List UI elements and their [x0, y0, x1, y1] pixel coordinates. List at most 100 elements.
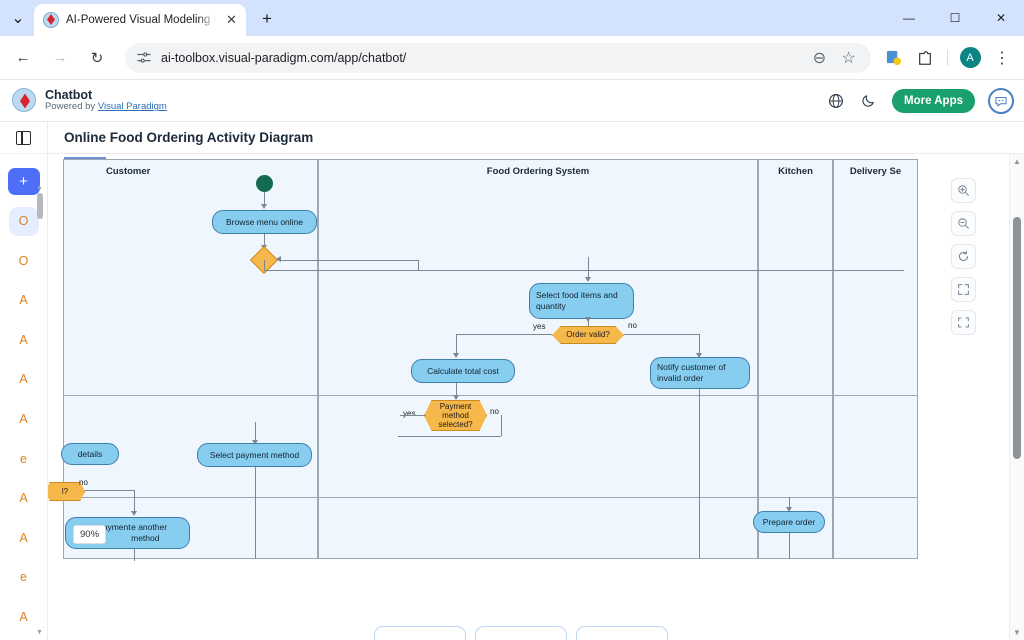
window-minimize-button[interactable]: —	[903, 11, 915, 25]
zoom-in-icon[interactable]	[951, 178, 976, 203]
more-apps-button[interactable]: More Apps	[892, 88, 975, 113]
page-title: Online Food Ordering Activity Diagram	[64, 130, 314, 145]
edge-calc-to-payment-decision	[456, 383, 457, 399]
decision-order-valid[interactable]: Order valid?	[552, 326, 624, 344]
swimlane-label: Kitchen	[778, 166, 813, 177]
suggestion-chip[interactable]	[374, 626, 466, 640]
arrowhead	[276, 256, 281, 262]
edge-loop-vertical	[418, 260, 419, 270]
new-tab-button[interactable]: +	[262, 9, 272, 28]
dark-mode-moon-icon[interactable]	[859, 91, 879, 111]
sidebar-item-1[interactable]: O	[18, 253, 29, 268]
activity-calculate-total-cost[interactable]: Calculate total cost	[411, 359, 515, 383]
edge-select-to-decision	[588, 319, 589, 331]
start-node[interactable]	[256, 175, 273, 192]
sidebar-item-2[interactable]: A	[19, 293, 28, 308]
reset-view-icon[interactable]	[951, 244, 976, 269]
edge-browse-to-merge	[264, 234, 265, 248]
edge-label-no: no	[79, 478, 88, 487]
address-bar[interactable]: ai-toolbox.visual-paradigm.com/app/chatb…	[125, 42, 871, 73]
suggestion-chips-row	[48, 626, 994, 640]
site-settings-icon[interactable]	[135, 49, 152, 66]
tab-list-chevron-icon[interactable]: ⌄	[11, 10, 25, 27]
sidebar-item-5[interactable]: A	[19, 412, 28, 426]
window-close-button[interactable]: ✕	[995, 11, 1007, 25]
new-chat-button[interactable]: +	[7, 168, 40, 195]
sidebar-scroll-thumb[interactable]	[36, 193, 43, 219]
zoom-out-icon[interactable]	[951, 211, 976, 236]
edge-invalid-branch	[624, 334, 699, 335]
edge-loop-lower	[264, 270, 904, 271]
app-header: Chatbot Powered by Visual Paradigm More …	[0, 80, 1024, 122]
fullscreen-icon[interactable]	[951, 310, 976, 335]
edge-clipped-no-down	[134, 490, 135, 514]
content-scrollbar[interactable]: ▲ ▼	[1009, 154, 1024, 640]
tab-title: AI-Powered Visual Modeling Ch	[66, 14, 216, 26]
powered-by-text: Powered by Visual Paradigm	[45, 101, 167, 113]
visual-paradigm-favicon-icon	[43, 12, 59, 28]
browser-menu-icon[interactable]: ⋮	[994, 49, 1010, 67]
visual-paradigm-link[interactable]: Visual Paradigm	[97, 101, 167, 113]
sidebar-scroll-up-icon[interactable]: ▲	[36, 184, 43, 191]
suggestion-chip[interactable]	[576, 626, 668, 640]
assistant-bubble-icon[interactable]	[988, 87, 1014, 114]
sidebar-item-3[interactable]: A	[19, 332, 28, 347]
browser-tab[interactable]: AI-Powered Visual Modeling Ch ✕	[34, 4, 246, 36]
sidebar-item-4[interactable]: A	[19, 372, 28, 387]
sidebar-item-0[interactable]: O	[8, 207, 39, 236]
diagram-canvas[interactable]: Customer Food Ordering System Kitchen De…	[48, 154, 1024, 640]
sidebar-scrollbar[interactable]: ▲ ▼	[35, 184, 44, 636]
edge-to-select-food	[588, 257, 589, 280]
suggestion-chip[interactable]	[475, 626, 567, 640]
sidebar-item-9[interactable]: e	[20, 570, 27, 585]
sidebar-item-10[interactable]: A	[19, 609, 28, 624]
sidebar-scroll-down-icon[interactable]: ▼	[36, 629, 43, 636]
activity-select-food-items[interactable]: Select food items and quantity	[529, 283, 634, 319]
activity-notify-customer-invalid[interactable]: Notify customer of invalid order	[650, 357, 750, 389]
edge-label-yes: yes	[533, 322, 546, 331]
lane-partition-line	[63, 497, 918, 498]
arrowhead	[585, 277, 591, 282]
fit-screen-icon[interactable]	[951, 277, 976, 302]
activity-select-payment-method[interactable]: Select payment method	[197, 443, 312, 467]
activity-enter-delivery-details-clipped[interactable]: details	[61, 443, 119, 465]
swimlane-label: Customer	[106, 166, 151, 177]
profile-avatar[interactable]: A	[956, 44, 984, 72]
edge-to-select-payment	[255, 422, 256, 443]
scroll-down-icon[interactable]: ▼	[1013, 628, 1021, 637]
edge-label-yes: yes	[403, 409, 416, 418]
scroll-up-icon[interactable]: ▲	[1013, 157, 1021, 166]
panel-toggle-icon[interactable]	[16, 130, 31, 145]
extension-saved-icon[interactable]	[879, 44, 907, 72]
language-globe-icon[interactable]	[826, 91, 846, 111]
sidebar-item-7[interactable]: A	[19, 491, 28, 506]
extensions-puzzle-icon[interactable]	[911, 44, 939, 72]
bookmark-star-icon[interactable]: ☆	[841, 49, 856, 67]
scroll-thumb[interactable]	[1013, 217, 1021, 459]
window-maximize-button[interactable]: ☐	[949, 11, 961, 25]
lane-vertical-long	[699, 389, 700, 559]
tab-close-icon[interactable]: ✕	[226, 12, 237, 27]
decision-payment-method-selected[interactable]: Payment method selected?	[424, 400, 487, 431]
forward-button[interactable]: →	[52, 49, 68, 66]
sidebar-item-6[interactable]: e	[20, 451, 27, 466]
edge-clipped-no	[85, 490, 134, 491]
back-button[interactable]: ←	[15, 49, 31, 66]
arrowhead	[696, 353, 702, 358]
activity-diagram: Customer Food Ordering System Kitchen De…	[48, 157, 918, 561]
decision-clipped[interactable]: l?	[48, 482, 85, 501]
zoom-level-badge: 90%	[73, 525, 107, 544]
edge-payment-no-back	[398, 436, 501, 437]
arrowhead	[261, 204, 267, 209]
edge-start-to-browse	[264, 192, 265, 206]
activity-browse-menu-online[interactable]: Browse menu online	[212, 210, 317, 234]
activity-prepare-order[interactable]: Prepare order	[753, 511, 825, 533]
sidebar-item-8[interactable]: A	[19, 530, 28, 545]
address-bar-url: ai-toolbox.visual-paradigm.com/app/chatb…	[161, 50, 407, 65]
swimlane-label: Food Ordering System	[486, 166, 590, 177]
browser-tab-strip: ⌄ AI-Powered Visual Modeling Ch ✕ + — ☐ …	[0, 0, 1024, 36]
reload-button[interactable]: ↻	[90, 49, 104, 67]
zoom-indicator-icon[interactable]: ⊖	[812, 49, 827, 67]
swimlane-selection-marker	[64, 157, 106, 159]
